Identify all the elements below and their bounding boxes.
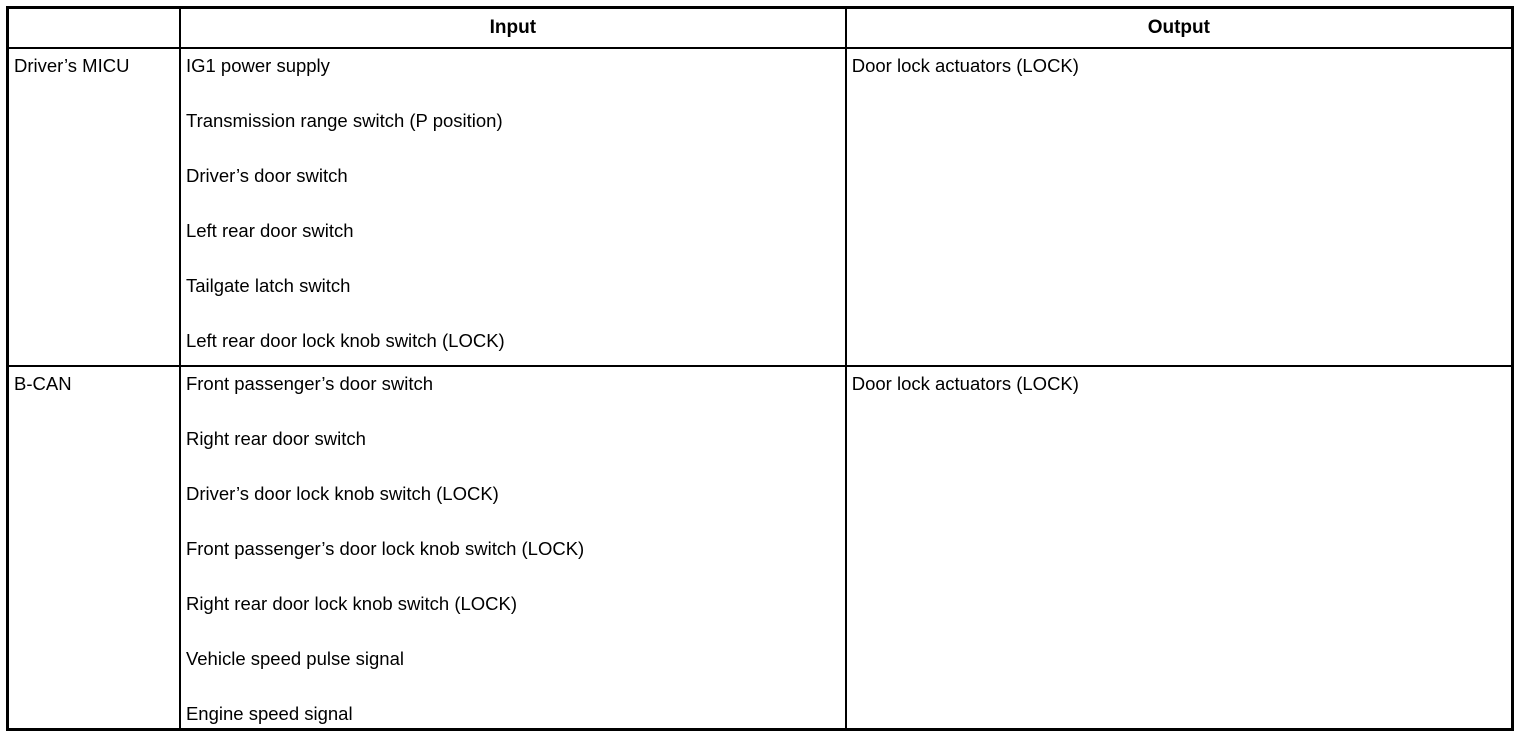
input-item: Right rear door lock knob switch (LOCK) bbox=[185, 593, 518, 614]
output-item: Door lock actuators (LOCK) bbox=[851, 373, 1079, 394]
output-cell: Door lock actuators (LOCK) bbox=[844, 47, 1514, 367]
table-row-b-can: B-CAN Front passenger’s door switch Righ… bbox=[6, 365, 1514, 731]
source-label: B-CAN bbox=[14, 373, 72, 394]
input-item: Driver’s door switch bbox=[185, 165, 348, 186]
header-cell-source bbox=[6, 6, 181, 49]
input-item: IG1 power supply bbox=[185, 55, 330, 76]
input-item: Vehicle speed pulse signal bbox=[185, 648, 404, 669]
table-row-drivers-micu: Driver’s MICU IG1 power supply Transmiss… bbox=[6, 47, 1514, 367]
header-cell-input: Input bbox=[178, 6, 847, 49]
input-cell: Front passenger’s door switch Right rear… bbox=[178, 365, 847, 731]
input-item: Left rear door lock knob switch (LOCK) bbox=[185, 330, 505, 351]
source-label: Driver’s MICU bbox=[14, 55, 130, 76]
input-item: Transmission range switch (P position) bbox=[185, 110, 503, 131]
input-item: Front passenger’s door lock knob switch … bbox=[185, 538, 585, 559]
table-header-row: Input Output bbox=[6, 6, 1514, 49]
source-cell: Driver’s MICU bbox=[6, 47, 181, 367]
input-cell: IG1 power supply Transmission range swit… bbox=[178, 47, 847, 367]
header-cell-output: Output bbox=[844, 6, 1514, 49]
source-cell: B-CAN bbox=[6, 365, 181, 731]
input-output-table: Input Output Driver’s MICU IG1 power sup… bbox=[6, 6, 1514, 731]
input-item: Engine speed signal bbox=[185, 703, 353, 724]
output-cell: Door lock actuators (LOCK) bbox=[844, 365, 1514, 731]
input-item: Right rear door switch bbox=[185, 428, 366, 449]
input-item: Left rear door switch bbox=[185, 220, 354, 241]
output-item: Door lock actuators (LOCK) bbox=[851, 55, 1079, 76]
input-item: Front passenger’s door switch bbox=[185, 373, 434, 394]
input-item: Driver’s door lock knob switch (LOCK) bbox=[185, 483, 499, 504]
document-page: Input Output Driver’s MICU IG1 power sup… bbox=[0, 6, 1520, 734]
input-item: Tailgate latch switch bbox=[185, 275, 351, 296]
